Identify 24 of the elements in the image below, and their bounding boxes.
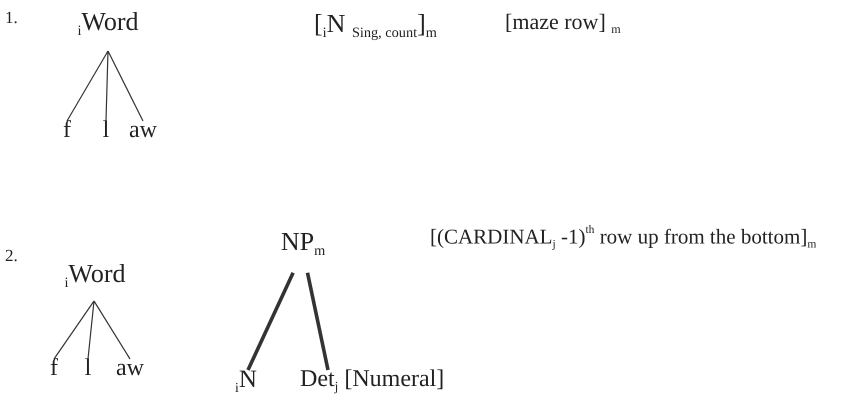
tree-branch-line xyxy=(107,50,144,122)
tree-branch-line xyxy=(93,300,130,360)
tree-node-label: f xyxy=(50,355,58,382)
tree-node-label: $_{i}$Word xyxy=(77,8,139,40)
tree-node-label: l xyxy=(84,355,92,382)
tree-node-label: $_{i}$N xyxy=(235,366,257,395)
tree-branch-line xyxy=(306,272,330,370)
tree-node-label: l xyxy=(102,117,110,144)
example-number: 1. xyxy=(5,9,18,28)
semantic-bracket-expression: [(CARDINAL$_{j}$ -1)$^{th}$ row up from the bottom]$_{m}$ xyxy=(430,224,816,252)
feature-bracket-expression: [$_{i}$N $_{Sing, count}$]$_{m}$ xyxy=(314,10,437,42)
tree-node-label: aw xyxy=(116,355,144,382)
tree-branch-line xyxy=(66,50,109,122)
tree-branch-line xyxy=(105,50,109,122)
tree-node-label: f xyxy=(63,117,71,144)
tree-branch-line xyxy=(54,300,94,360)
example-number: 2. xyxy=(5,247,18,266)
tree-node-label: NP$_{m}$ xyxy=(280,228,326,260)
tree-node-label: Det$_{j}$ [Numeral] xyxy=(300,366,444,394)
tree-node-label: aw xyxy=(129,117,157,144)
tree-branch-line xyxy=(87,300,95,360)
tree-node-label: $_{i}$Word xyxy=(64,260,126,292)
tree-branch-line xyxy=(246,272,295,371)
semantic-bracket-expression: [maze row] $_{m}$ xyxy=(505,10,621,37)
